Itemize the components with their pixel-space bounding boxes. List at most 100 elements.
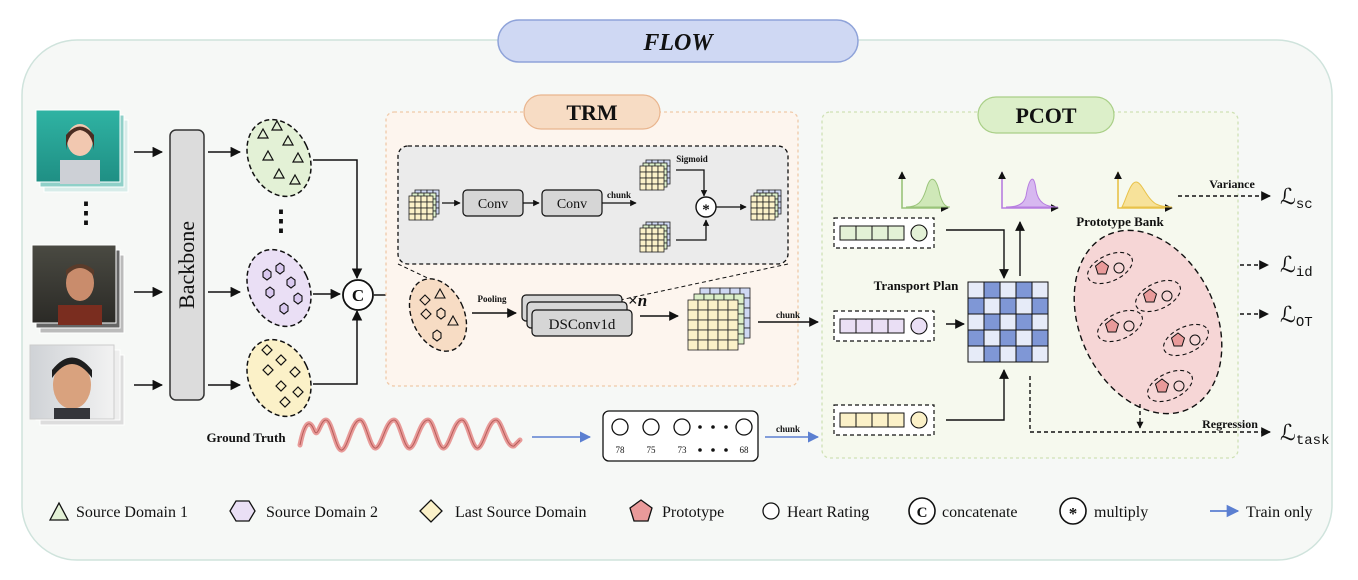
- multiply-node-symbol: *: [702, 202, 710, 218]
- grid-cell: [762, 207, 770, 215]
- grid-cell: [414, 207, 422, 215]
- grid-cell: [645, 165, 653, 173]
- prototype-bank-label: Prototype Bank: [1076, 214, 1164, 229]
- grid-cell: [687, 309, 699, 321]
- dsconv-block-stack: [521, 294, 633, 337]
- prototype-pentagon: [1170, 332, 1186, 347]
- rating-dot: [724, 448, 728, 452]
- feature-token-green: [833, 217, 935, 249]
- plan-cell: [967, 345, 985, 363]
- face-stack-2: [31, 244, 125, 334]
- prototype-pairs: [1087, 251, 1209, 403]
- grid-cell: [707, 299, 719, 311]
- token-cell: [855, 318, 873, 334]
- grid-cell: [707, 319, 719, 331]
- grid-cell: [750, 213, 758, 221]
- plan-cell: [1015, 297, 1033, 315]
- backbone-label: Backbone: [174, 221, 199, 309]
- grid-cell: [687, 329, 699, 341]
- last-source-domain-features: [246, 338, 312, 418]
- pcot-title-pill: [977, 96, 1115, 134]
- grid-cell: [727, 319, 739, 331]
- legend-heart-rating-label: Heart Rating: [787, 504, 869, 521]
- grid-cell: [639, 245, 647, 253]
- source-domain-2-features: [246, 248, 312, 328]
- legend-diamond-icon: [419, 499, 443, 523]
- legend-concat-symbol: C: [917, 505, 928, 521]
- token-cell: [839, 412, 857, 428]
- grid-cell: [657, 165, 665, 173]
- plan-cell: [967, 281, 985, 299]
- legend-hexagon-icon: [229, 500, 256, 522]
- trm-chunk-bottom-stack: [639, 221, 671, 253]
- ground-truth-signal-outline: [299, 419, 521, 451]
- rating-dot: [711, 448, 715, 452]
- grid-cell: [756, 213, 764, 221]
- legend-concat-icon: [908, 497, 936, 525]
- legend-heart-rating-icon: [762, 502, 780, 520]
- grid-cell: [697, 299, 709, 311]
- arrow-yellow-concat: [313, 309, 363, 385]
- grid-cell: [697, 329, 709, 341]
- concat-node: [342, 279, 374, 311]
- ellipsis-features: ⋮: [267, 206, 295, 237]
- rating-value-4: 68: [740, 445, 750, 455]
- transport-plan-matrix: [967, 281, 1049, 363]
- pooling-label: Pooling: [477, 294, 507, 304]
- prototype-pentagon: [1142, 288, 1158, 303]
- grid-cell: [639, 183, 647, 191]
- legend-multiply-symbol: *: [1069, 504, 1078, 523]
- plan-cell: [999, 329, 1017, 347]
- loss-id: ℒid: [1280, 252, 1313, 281]
- plan-cell: [1031, 345, 1049, 363]
- rating-dot: [711, 425, 715, 429]
- grid-cell: [426, 213, 434, 221]
- plan-cell: [1031, 281, 1049, 299]
- token-cell: [887, 412, 905, 428]
- prototype-rating: [1189, 334, 1201, 346]
- grid-cell: [651, 171, 659, 179]
- prototype-pentagon: [1104, 318, 1120, 333]
- rating-dot: [698, 425, 702, 429]
- grid-cell: [420, 207, 428, 215]
- grid-cell: [750, 201, 758, 209]
- legend-multiply-label: multiply: [1094, 504, 1148, 521]
- grid-cell: [768, 213, 776, 221]
- token-rating: [910, 224, 928, 242]
- grid-cell: [756, 201, 764, 209]
- flow-title-pill: [497, 19, 859, 63]
- grid-cell: [756, 207, 764, 215]
- grid-cell: [717, 329, 729, 341]
- token-cell: [871, 412, 889, 428]
- grid-cell: [408, 195, 416, 203]
- token-rating: [910, 411, 928, 429]
- loss-sc: ℒsc: [1280, 184, 1313, 213]
- grid-cell: [687, 299, 699, 311]
- grid-cell: [645, 177, 653, 185]
- sigmoid-label: Sigmoid: [676, 154, 708, 164]
- chunk-gt-label: chunk: [776, 424, 800, 434]
- grid-cell: [645, 171, 653, 179]
- grid-cell: [651, 177, 659, 185]
- grid-cell: [697, 339, 709, 351]
- token-cell: [887, 225, 905, 241]
- grid-cell: [639, 227, 647, 235]
- backbone-block: [169, 129, 205, 401]
- token-cell: [855, 225, 873, 241]
- grid-cell: [717, 299, 729, 311]
- grid-cell: [645, 239, 653, 247]
- prototype-pentagon: [1094, 260, 1110, 275]
- flow-title: FLOW: [642, 30, 714, 56]
- plan-cell: [1031, 297, 1049, 315]
- trm-input-feature-stack: [408, 189, 440, 221]
- distribution-plot-yellow: [1114, 171, 1173, 212]
- prototype-bank: [1073, 229, 1223, 415]
- arrow-sigmoid-multiply: [676, 169, 708, 197]
- legend-concatenate-label: concatenate: [942, 504, 1018, 521]
- grid-cell: [707, 329, 719, 341]
- rating-circle-3: [673, 418, 691, 436]
- distribution-plot-purple: [998, 171, 1059, 212]
- token-rating: [910, 317, 928, 335]
- grid-cell: [750, 207, 758, 215]
- dsconv-label: DSConv1d: [549, 317, 616, 333]
